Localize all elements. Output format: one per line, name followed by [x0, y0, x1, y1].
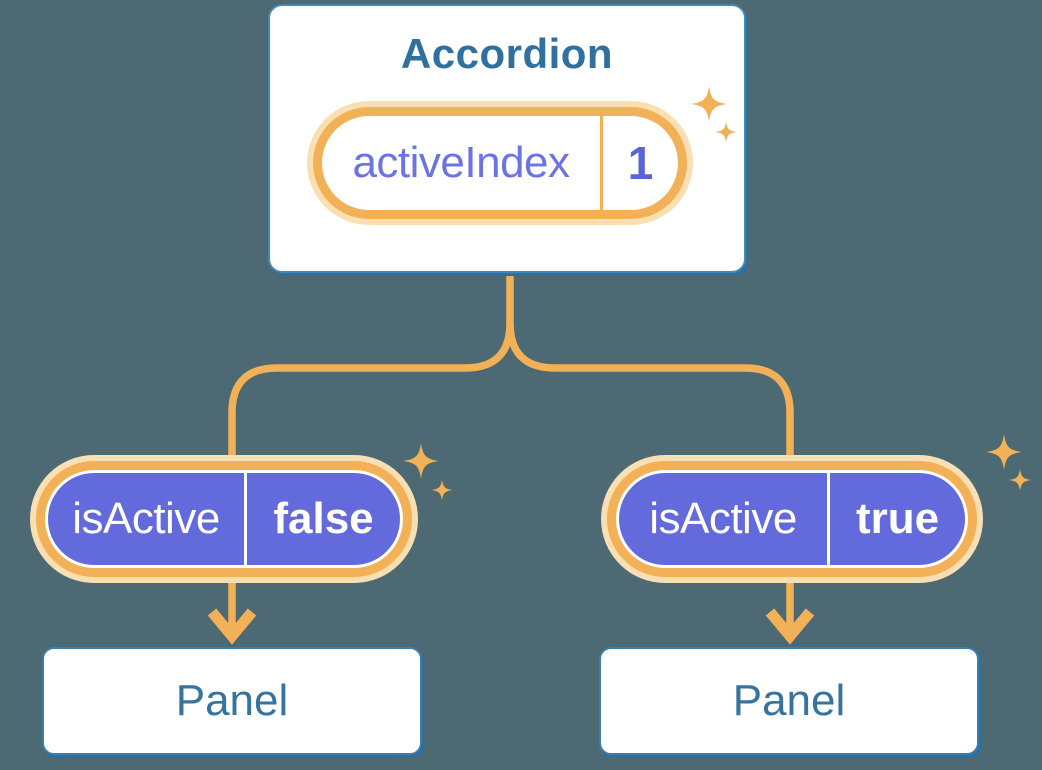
state-pill-ring: activeIndex 1	[313, 107, 687, 219]
prop-pill-divider	[244, 473, 247, 565]
prop-pill-ring: isActive true	[607, 461, 977, 577]
panel-node-left: Panel	[42, 647, 422, 755]
prop-pill-body: isActive true	[619, 473, 965, 565]
prop-pill-core: isActive true	[616, 470, 968, 568]
arrow-down-icon	[765, 608, 815, 645]
prop-pill-body: isActive false	[48, 473, 400, 565]
arrow-down-icon	[207, 608, 257, 645]
panel-node-right: Panel	[599, 647, 979, 755]
connector-branch-left	[228, 322, 514, 632]
sparkle-icon	[1008, 468, 1032, 492]
state-pill-glow: activeIndex 1	[307, 101, 693, 225]
connector-branch-right	[506, 322, 794, 632]
prop-name: isActive	[72, 494, 220, 543]
state-value: 1	[627, 137, 654, 189]
prop-value: false	[273, 494, 374, 543]
state-pill: activeIndex 1	[307, 101, 693, 225]
prop-pill-divider	[827, 473, 830, 565]
prop-pill-core: isActive false	[45, 470, 403, 568]
sparkle-icon	[986, 434, 1022, 470]
sparkle-icon	[715, 121, 737, 143]
panel-label: Panel	[732, 676, 846, 725]
prop-pill-left: isActive false	[30, 455, 418, 583]
panel-label: Panel	[175, 676, 289, 725]
accordion-title: Accordion	[400, 30, 614, 77]
state-pill-core: activeIndex 1	[322, 116, 678, 210]
sparkle-icon	[431, 479, 453, 501]
prop-pill-glow: isActive false	[30, 455, 418, 583]
sparkle-icon	[403, 443, 439, 479]
state-pill-divider	[600, 116, 603, 210]
prop-value: true	[855, 494, 940, 543]
prop-pill-glow: isActive true	[601, 455, 983, 583]
prop-pill-ring: isActive false	[36, 461, 412, 577]
prop-pill-right: isActive true	[601, 455, 983, 583]
sparkle-icon	[691, 86, 727, 122]
accordion-node: Accordion activeIndex 1	[268, 4, 746, 273]
prop-name: isActive	[649, 494, 797, 543]
state-name: activeIndex	[352, 138, 570, 187]
